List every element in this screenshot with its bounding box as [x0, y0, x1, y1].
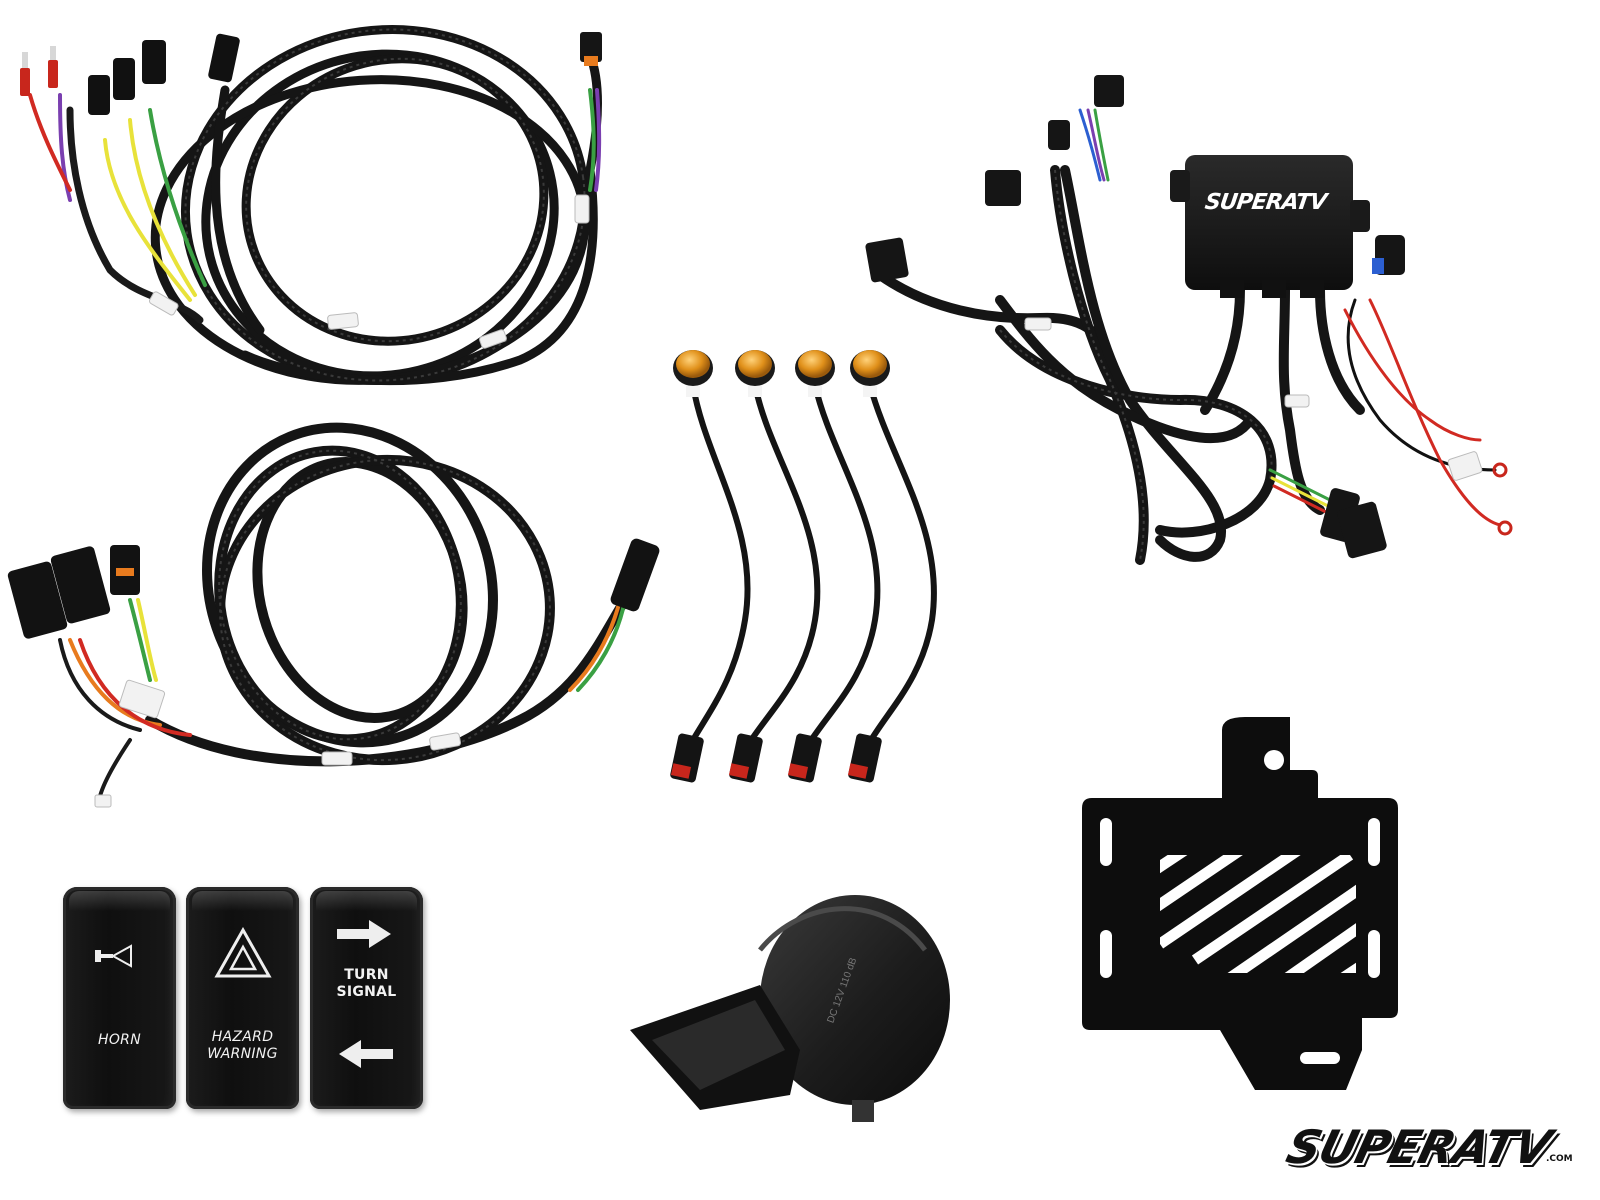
- control-module-harness: [865, 75, 1513, 565]
- horn-switch: HORN: [63, 887, 176, 1109]
- hazard-triangle-icon: [214, 927, 272, 978]
- turn-signal-label-line1: TURN: [344, 967, 389, 983]
- rear-wiring-harness: [7, 422, 660, 808]
- hazard-switch-label-line2: WARNING: [207, 1046, 278, 1062]
- right-arrow-icon: [337, 920, 391, 948]
- hazard-switch: HAZARD WARNING: [186, 887, 299, 1109]
- brand-logo: SUPERATV .COM: [1281, 1118, 1588, 1180]
- module-logo: SUPERATV: [1203, 190, 1328, 215]
- front-wiring-harness: [20, 24, 602, 386]
- hazard-switch-label-line1: HAZARD: [211, 1029, 274, 1045]
- amber-marker-lights: [670, 350, 937, 783]
- brand-logo-suffix: .COM: [1546, 1154, 1573, 1164]
- horn: [630, 895, 950, 1122]
- left-arrow-icon: [339, 1040, 393, 1068]
- turn-signal-label-line2: SIGNAL: [336, 984, 397, 1000]
- horn-switch-label: HORN: [98, 1032, 141, 1048]
- brand-logo-text: SUPERATV: [1281, 1120, 1556, 1174]
- license-plate-bracket: [1082, 717, 1398, 1090]
- turn-signal-switch: TURN SIGNAL: [310, 887, 423, 1109]
- horn-icon: [95, 944, 132, 968]
